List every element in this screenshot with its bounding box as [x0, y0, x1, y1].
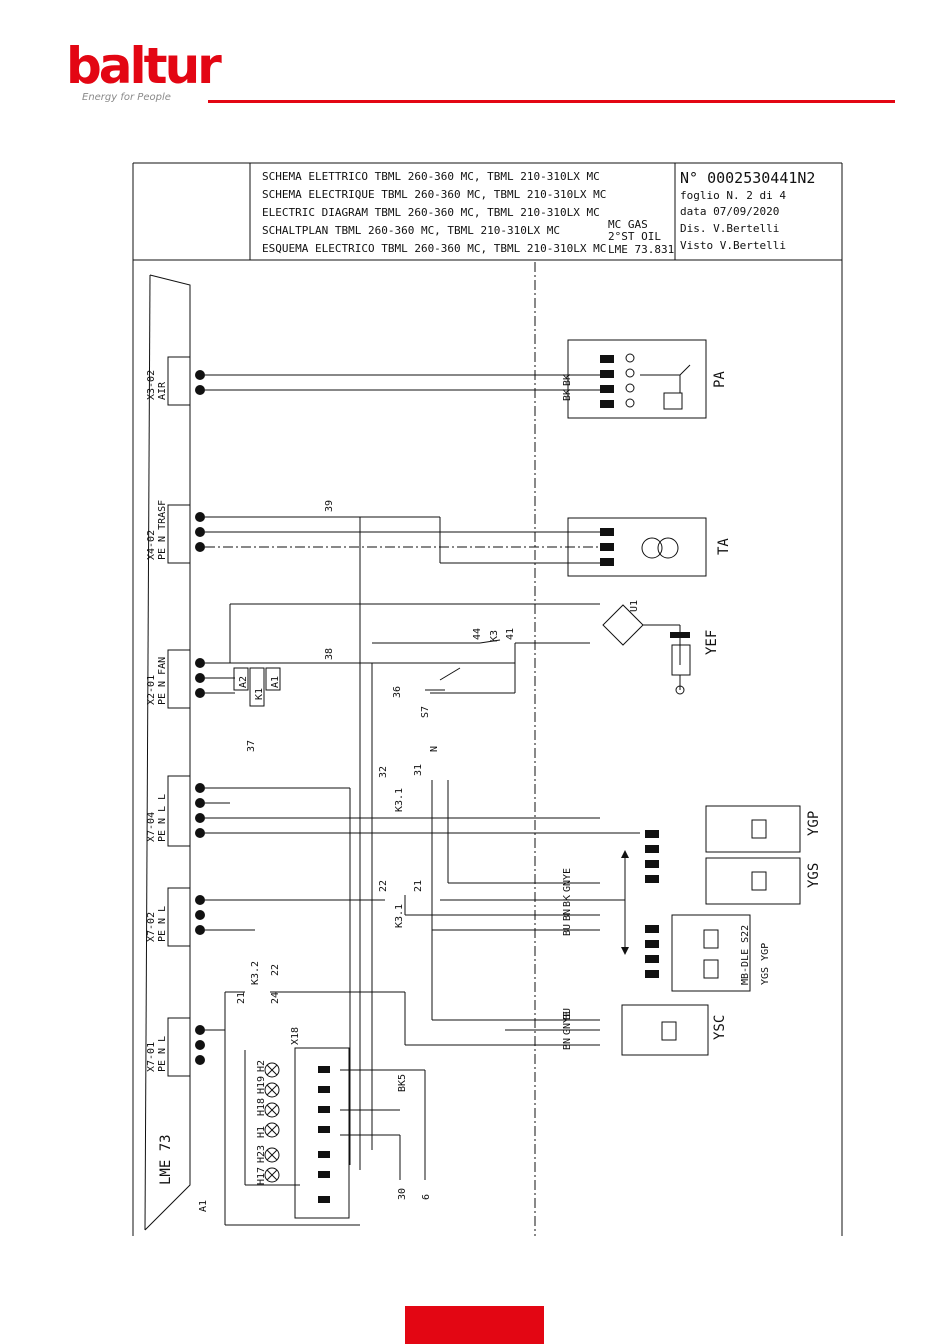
wire-38: 38 [324, 648, 335, 660]
lamp-h19: H19 [256, 1076, 267, 1094]
wire-21: 21 [413, 880, 424, 892]
drawing-date: data 07/09/2020 [680, 205, 779, 218]
connector-x7-01: X7-01 [146, 1042, 157, 1072]
wire-30: 30 [397, 1188, 408, 1200]
drawn-by: Dis. V.Bertelli [680, 222, 779, 235]
wire-41: 41 [505, 628, 516, 640]
lamp-h18: H18 [256, 1098, 267, 1116]
wire-n: N [429, 746, 440, 752]
switch-s7: S7 [420, 706, 431, 718]
device-ygp: YGP [806, 811, 822, 836]
relay-k1: K1 [254, 688, 265, 700]
wire-numbers: 39 38 44 41 36 37 32 31 N 22 21 22 21 24… [236, 500, 516, 1200]
wire-44: 44 [472, 628, 483, 640]
controller-ref: A1 [198, 1200, 209, 1212]
wire-color-gnye: GNYE [562, 868, 573, 892]
drawing-number: N° 0002530441N2 [680, 169, 815, 187]
variant-1: MC GAS [608, 218, 648, 231]
lamp-h1: H1 [256, 1126, 267, 1138]
title-de: SCHALTPLAN TBML 260-360 MC, TBML 210-310… [262, 224, 560, 237]
connector-x3-02: X3-02 [146, 370, 157, 400]
device-ysc: YSC [712, 1015, 728, 1040]
connector-x7-02-sub: PE N L [157, 906, 168, 942]
connector-x7-04-sub: PE N L L [157, 794, 168, 842]
connector-x7-02: X7-02 [146, 912, 157, 942]
wire-color-bn: BN [562, 909, 573, 921]
device-ygs: YGS [806, 863, 822, 888]
connector-x4-02: X4-02 [146, 530, 157, 560]
variant-2: 2°ST OIL [608, 230, 661, 243]
wire-color-bu-2: BU [562, 1008, 573, 1020]
contact-k3-1-a: K3.1 [394, 788, 405, 812]
sheet-number: foglio N. 2 di 4 [680, 189, 786, 202]
wire-bk5: BK5 [397, 1074, 408, 1092]
wire-color-bk-1: BK [562, 374, 573, 386]
wire-31: 31 [413, 764, 424, 776]
variant-3: LME 73.831 [608, 243, 674, 256]
connector-x2-01: X2-01 [146, 675, 157, 705]
page-marker [405, 1306, 544, 1344]
lamp-h23: H23 [256, 1145, 267, 1163]
device-ta: TA [716, 538, 732, 555]
connector-x2-01-sub: PE N FAN [157, 657, 168, 705]
connector-x7-01-sub: PE N L [157, 1036, 168, 1072]
relay-a1: A1 [270, 676, 281, 688]
connector-x4-02-sub: PE N TRASF [157, 500, 168, 560]
wire-6: 6 [421, 1194, 432, 1200]
wire-32: 32 [378, 766, 389, 778]
wire-22: 22 [378, 880, 389, 892]
title-es: ESQUEMA ELECTRICO TBML 260-360 MC, TBML … [262, 242, 606, 255]
device-mb-dle: MB-DLE S22 [740, 925, 751, 985]
brand-wordmark: baltur [66, 37, 222, 95]
brand-logo: baltur Energy for People [66, 41, 222, 110]
lamp-labels: H17 H23 H1 H18 H19 H2 X18 [256, 1027, 301, 1185]
wire-24: 24 [270, 992, 281, 1004]
wire-color-bn-2: BN [562, 1038, 573, 1050]
wire-37: 37 [246, 740, 257, 752]
device-ygs-ygp: YGS YGP [760, 943, 771, 985]
wire-color-bu: BU [562, 924, 573, 936]
title-block: SCHEMA ELETTRICO TBML 260-360 MC, TBML 2… [262, 169, 815, 256]
lamp-h2: H2 [256, 1060, 267, 1072]
wire-22b: 22 [270, 964, 281, 976]
wire-color-bk-2: BK [562, 389, 573, 401]
wire-color-gnye-2: GNYE [562, 1011, 573, 1035]
relay-a2: A2 [238, 676, 249, 688]
contact-k3-1-b: K3.1 [394, 904, 405, 928]
wire-color-bk-3: BK [562, 895, 573, 907]
connector-x7-04: X7-04 [146, 812, 157, 842]
terminal-x18: X18 [290, 1027, 301, 1045]
device-yef: YEF [704, 630, 720, 655]
lamp-h17: H17 [256, 1167, 267, 1185]
controller-label: LME 73 [158, 1134, 174, 1185]
wire-21b: 21 [236, 992, 247, 1004]
title-fr: SCHEMA ELECTRIQUE TBML 260-360 MC, TBML … [262, 188, 606, 201]
device-pa: PA [712, 371, 728, 388]
device-u1: U1 [629, 600, 640, 612]
header-rule [208, 100, 895, 103]
title-it: SCHEMA ELETTRICO TBML 260-360 MC, TBML 2… [262, 170, 600, 183]
connector-labels: X3-02 X4-02 X2-01 X7-04 X7-02 X7-01 AIR … [146, 370, 209, 1212]
wire-colors: BK BK GNYE BK BN BU BU GNYE BN [562, 374, 573, 1050]
wire-39: 39 [324, 500, 335, 512]
checked-by: Visto V.Bertelli [680, 239, 786, 252]
contact-k3-2: K3.2 [250, 961, 261, 985]
brand-tagline: Energy for People [82, 92, 171, 103]
wire-36: 36 [392, 686, 403, 698]
title-en: ELECTRIC DIAGRAM TBML 260-360 MC, TBML 2… [262, 206, 600, 219]
contact-k3: K3 [489, 630, 500, 642]
connector-x3-02-sub: AIR [157, 381, 168, 400]
